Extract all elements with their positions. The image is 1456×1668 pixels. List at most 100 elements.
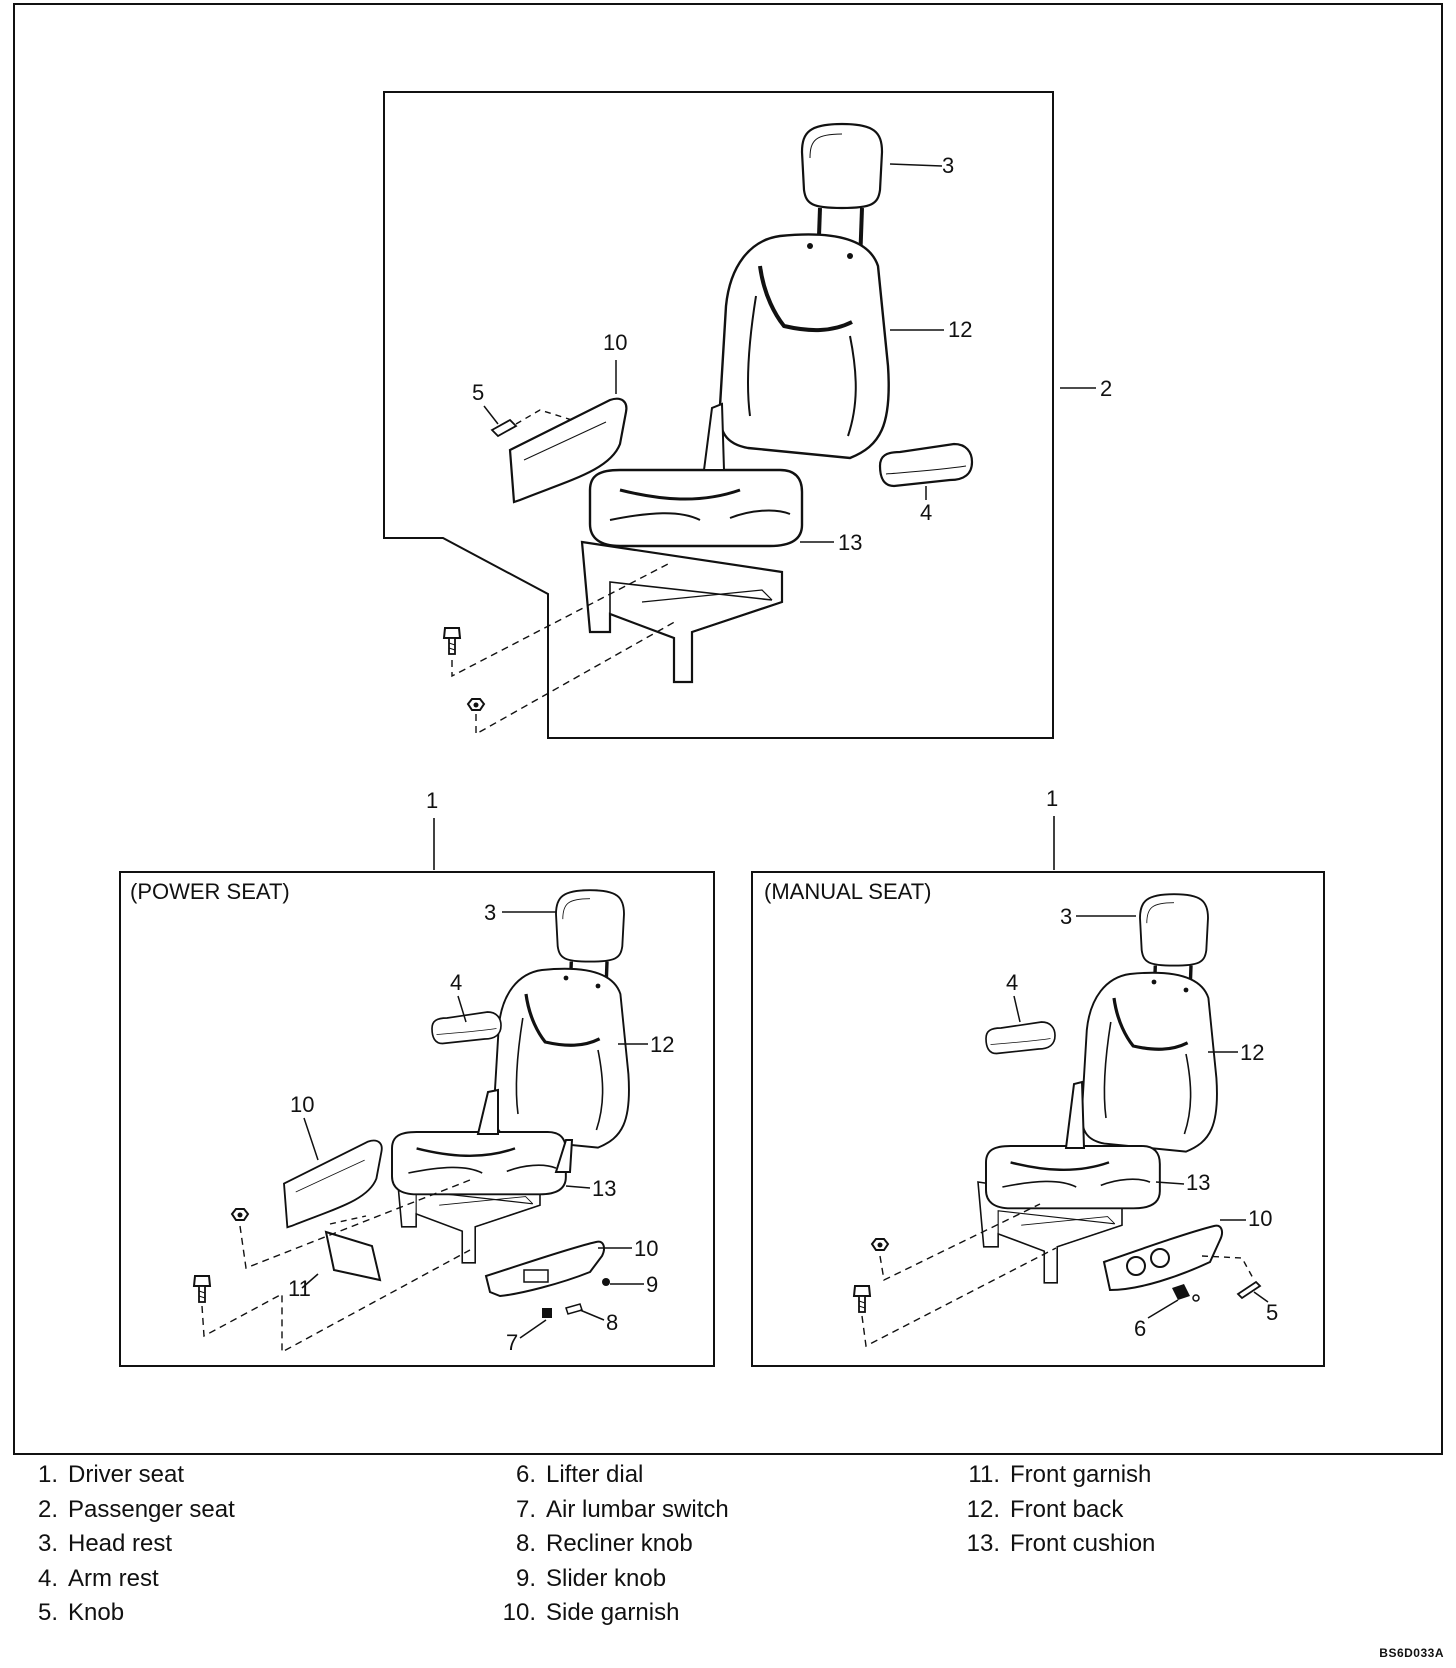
- manual-dial-left: [1126, 1256, 1146, 1276]
- passenger-frame: [580, 540, 784, 684]
- legend-label: Arm rest: [68, 1564, 159, 1592]
- manual-knob: [1236, 1280, 1262, 1300]
- power-recliner-knob: [565, 1303, 583, 1315]
- manual-lifter-washer: [1192, 1294, 1200, 1302]
- callout-manual-4: 4: [1006, 970, 1018, 995]
- callout-top-10: 10: [603, 330, 627, 355]
- callout-driver-1-left: 1: [426, 788, 438, 813]
- power-nut: [231, 1208, 249, 1221]
- legend-item: 3.Head rest: [4, 1527, 235, 1562]
- legend-number: 6.: [515, 1461, 536, 1488]
- legend-item: 1.Driver seat: [4, 1458, 235, 1493]
- legend-item: 11. Front garnish: [946, 1458, 1155, 1493]
- power-slider-knob: [602, 1278, 610, 1286]
- legend-number: 9.: [515, 1564, 536, 1592]
- callout-top-3: 3: [942, 153, 954, 178]
- callout-top-5: 5: [472, 380, 484, 405]
- passenger-nut: [467, 698, 485, 711]
- manual-dashed-knob: [1201, 1255, 1255, 1281]
- legend-number: 5.: [37, 1599, 58, 1627]
- power-dashed-nut: [239, 1179, 471, 1269]
- passenger-bolt: [443, 627, 461, 655]
- passenger-seatback: [717, 232, 891, 460]
- legend-label: Recliner knob: [546, 1530, 693, 1558]
- legend-label: Slider knob: [546, 1564, 667, 1592]
- callout-power-3: 3: [484, 900, 496, 925]
- manual-panel-border: [751, 871, 1325, 1367]
- legend-label: Driver seat: [68, 1461, 185, 1488]
- callout-power-13: 13: [592, 1176, 616, 1201]
- legend-label: Lifter dial: [546, 1461, 644, 1488]
- power-recliner-bracket: [476, 1088, 499, 1135]
- legend-label: Side garnish: [546, 1599, 680, 1627]
- callout-top-2: 2: [1100, 376, 1112, 401]
- power-side-garnish-right: [484, 1240, 605, 1298]
- outer-frame: [13, 3, 1443, 1455]
- power-front-garnish: [324, 1230, 382, 1282]
- power-side-garnish-left: [283, 1139, 383, 1229]
- callout-manual-6: 6: [1134, 1316, 1146, 1341]
- callout-power-10-right: 10: [634, 1236, 658, 1261]
- callout-manual-10: 10: [1248, 1206, 1272, 1231]
- manual-armrest: [985, 1021, 1056, 1055]
- legend-item: 2.Passenger seat: [4, 1493, 235, 1528]
- manual-seat-panel: (MANUAL SEAT) 3 4 12 13 10 5: [751, 871, 1325, 1367]
- figure-code: BS6D033A: [1379, 1646, 1444, 1660]
- manual-lifter-dial: [1172, 1284, 1190, 1300]
- passenger-armrest: [878, 442, 974, 488]
- passenger-callout-lines: [483, 163, 1096, 543]
- legend-number: 3.: [37, 1530, 58, 1558]
- passenger-knob: [490, 418, 518, 438]
- power-armrest: [431, 1011, 502, 1045]
- power-recliner-right: [554, 1139, 574, 1173]
- power-panel-border: [119, 871, 715, 1367]
- power-switch: [523, 1269, 549, 1283]
- legend-number: 8.: [515, 1530, 536, 1558]
- legend-item: 5. Knob: [4, 1596, 235, 1631]
- manual-dashed-nut: [879, 1203, 1041, 1282]
- legend-number: 11.: [968, 1461, 1000, 1488]
- callout-power-7: 7: [506, 1330, 518, 1355]
- power-bolt: [193, 1275, 211, 1303]
- manual-recliner-bracket: [1064, 1080, 1086, 1149]
- manual-dashed-bolt: [861, 1247, 1057, 1348]
- callout-power-12: 12: [650, 1032, 674, 1057]
- legend-column-2: 6.Lifter dial 7.Air lumbar switch 8.Recl…: [482, 1458, 729, 1631]
- legend-number: 4.: [37, 1564, 58, 1592]
- passenger-seat-panel: 3 12 2 10 5 4 13: [383, 91, 1112, 739]
- callout-manual-12: 12: [1240, 1040, 1264, 1065]
- callout-manual-5: 5: [1266, 1300, 1278, 1325]
- callout-top-4: 4: [920, 500, 932, 525]
- legend-label: Passenger seat: [68, 1495, 235, 1523]
- bolt-dashed-leader: [451, 563, 669, 678]
- manual-bolt: [853, 1285, 871, 1313]
- passenger-cushion: [588, 468, 804, 548]
- legend-item: 9. Slider knob: [482, 1562, 729, 1597]
- legend-number: 12.: [966, 1495, 1000, 1523]
- legend-column-3: 11.Front garnish 12.Front back 13.Front …: [946, 1458, 1156, 1562]
- manual-seatback: [1080, 971, 1219, 1154]
- legend-item: 6. Lifter dial: [482, 1458, 729, 1493]
- manual-cushion: [984, 1144, 1162, 1210]
- legend-column-1: 1.Driver seat 2.Passenger seat 3.Head re…: [4, 1458, 235, 1631]
- legend-item: 4. Arm rest: [4, 1562, 235, 1597]
- callout-top-13: 13: [838, 530, 862, 555]
- legend-item: 8. Recliner knob: [482, 1527, 729, 1562]
- callout-power-11: 11: [288, 1276, 311, 1301]
- callout-power-10-left: 10: [290, 1092, 314, 1117]
- legend-label: Front back: [1010, 1495, 1124, 1523]
- callout-top-12: 12: [948, 317, 972, 342]
- manual-nut: [871, 1238, 889, 1251]
- legend-label: Knob: [68, 1599, 125, 1627]
- legend-number: 10.: [502, 1599, 536, 1627]
- legend-label: Air lumbar switch: [546, 1495, 729, 1523]
- manual-dial-right: [1150, 1248, 1170, 1268]
- legend-label: Front garnish: [1010, 1461, 1152, 1488]
- callout-manual-13: 13: [1186, 1170, 1210, 1195]
- power-seat-panel: (POWER SEAT) 3: [119, 871, 715, 1367]
- callout-driver-1-right: 1: [1046, 786, 1058, 811]
- callout-power-4: 4: [450, 970, 462, 995]
- power-seatback: [492, 967, 631, 1150]
- power-cushion: [390, 1130, 568, 1196]
